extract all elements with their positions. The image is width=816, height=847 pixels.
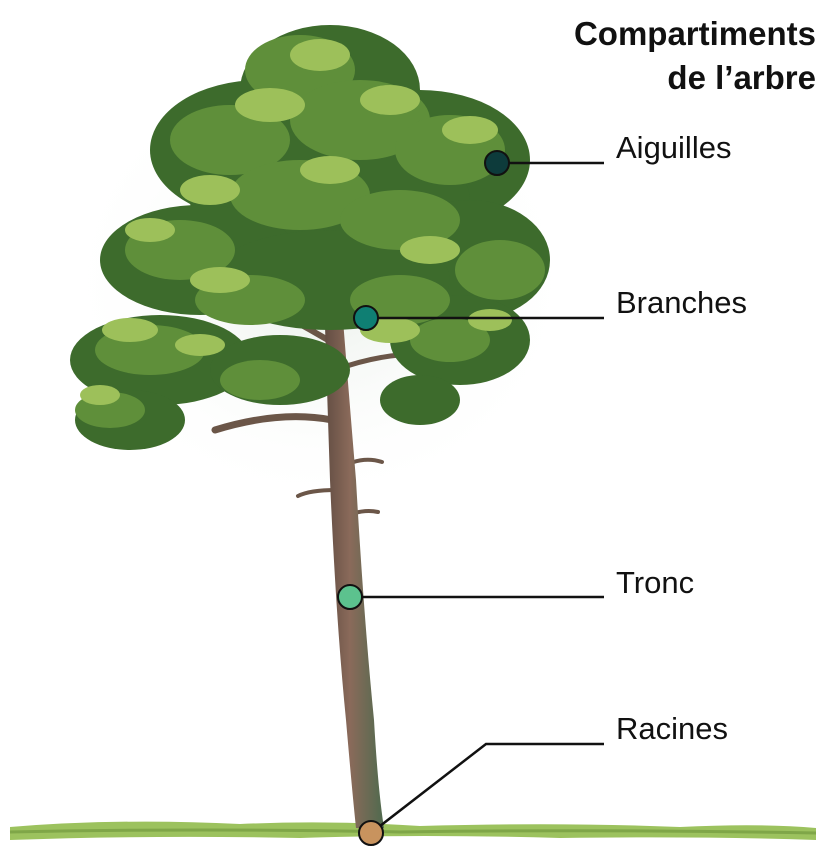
label-tronc: Tronc <box>616 565 694 601</box>
leader-line-racines <box>371 744 604 833</box>
diagram-title: Compartiments de l’arbre <box>574 12 816 100</box>
marker-aiguilles <box>485 151 509 175</box>
label-aiguilles: Aiguilles <box>616 130 731 166</box>
marker-branches <box>354 306 378 330</box>
ground <box>10 822 816 840</box>
marker-tronc <box>338 585 362 609</box>
label-racines: Racines <box>616 711 728 747</box>
label-branches: Branches <box>616 285 747 321</box>
marker-racines <box>359 821 383 845</box>
diagram-title-line2: de l’arbre <box>574 56 816 100</box>
diagram-title-line1: Compartiments <box>574 12 816 56</box>
